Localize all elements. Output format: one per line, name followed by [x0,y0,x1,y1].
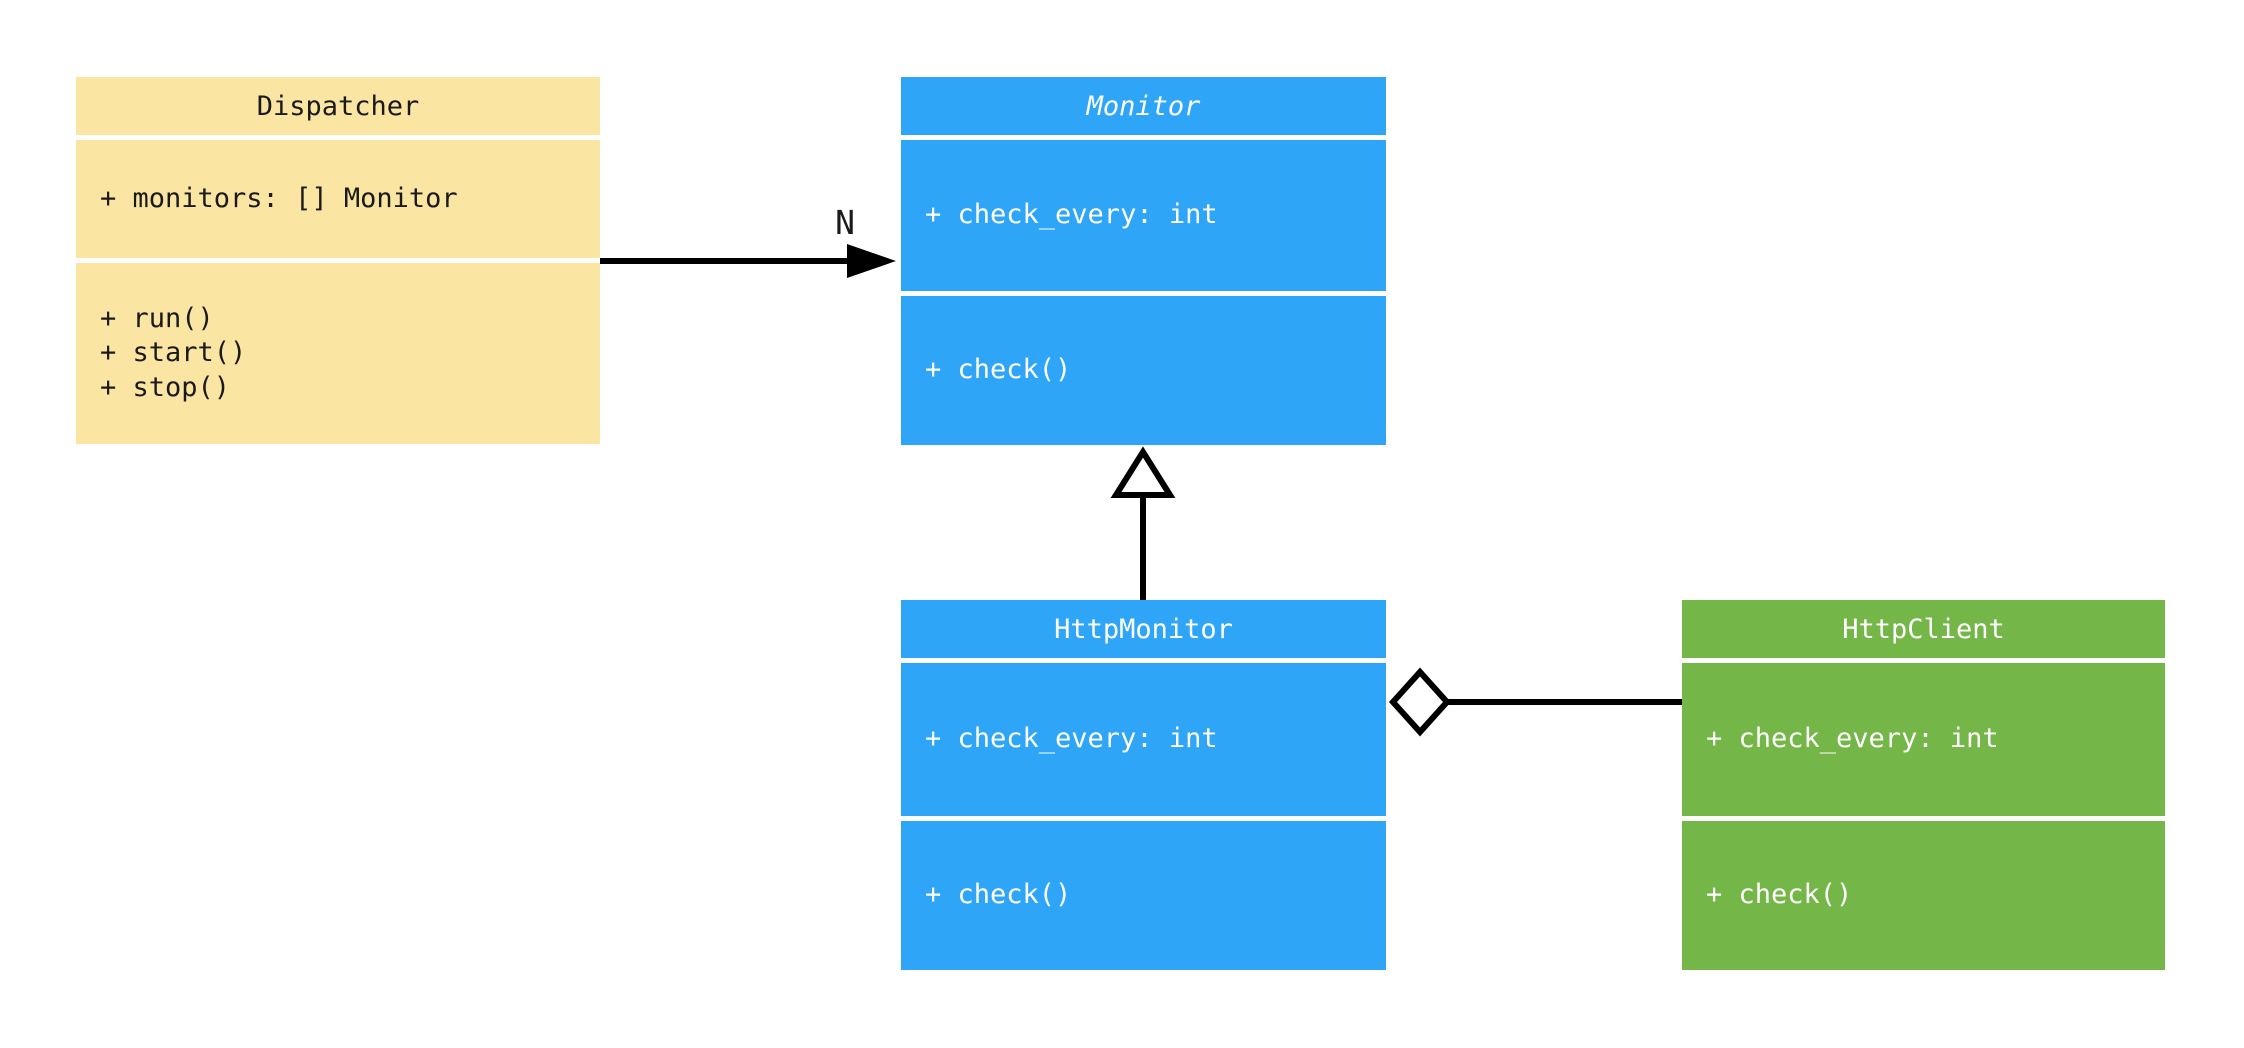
attribute-line: + monitors: [] Monitor [100,182,458,214]
class-title: HttpMonitor [901,600,1386,658]
method-line: + check() [925,879,1072,911]
method-line: + check() [1706,879,1853,911]
hollow-diamond-icon [1388,667,1452,737]
class-node-dispatcher[interactable]: Dispatcher + monitors: [] Monitor + run(… [76,77,600,444]
aggregation-edge-httpmonitor-httpclient [1388,667,1682,737]
association-edge-dispatcher-monitor [600,244,896,278]
hollow-triangle-icon [1110,446,1176,498]
class-methods-section: + check() [1682,821,2165,970]
class-node-httpmonitor[interactable]: HttpMonitor + check_every: int + check() [901,600,1386,970]
class-methods-section: + run() + start() + stop() [76,263,600,444]
class-title: Dispatcher [76,77,600,135]
class-methods-section: + check() [901,296,1386,445]
multiplicity-label: N [835,203,855,242]
class-methods-section: + check() [901,821,1386,970]
class-attributes-section: + check_every: int [901,663,1386,816]
method-line: + check() [925,354,1072,386]
attribute-line: + check_every: int [925,199,1218,231]
filled-arrowhead-icon [847,244,896,278]
class-node-monitor[interactable]: Monitor + check_every: int + check() [901,77,1386,445]
method-line: + run() [100,302,214,334]
class-title: HttpClient [1682,600,2165,658]
class-title: Monitor [901,77,1386,135]
method-line: + start() [100,337,247,369]
attribute-line: + check_every: int [925,723,1218,755]
inheritance-edge-httpmonitor-monitor [1110,446,1176,600]
method-line: + stop() [100,371,231,403]
attribute-line: + check_every: int [1706,723,1999,755]
class-attributes-section: + check_every: int [901,140,1386,291]
class-node-httpclient[interactable]: HttpClient + check_every: int + check() [1682,600,2165,970]
class-attributes-section: + check_every: int [1682,663,2165,816]
class-attributes-section: + monitors: [] Monitor [76,140,600,258]
